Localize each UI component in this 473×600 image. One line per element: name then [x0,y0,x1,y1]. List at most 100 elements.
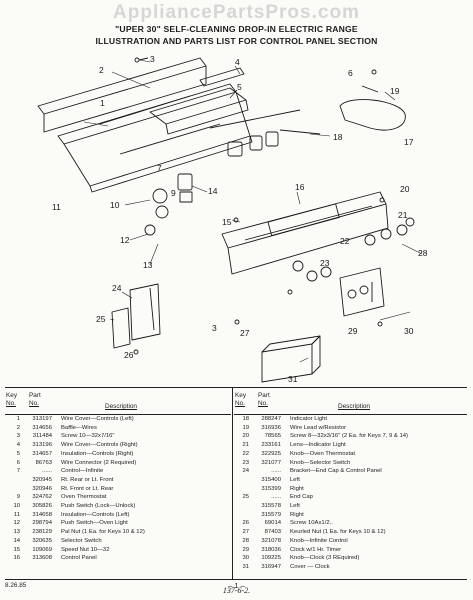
selector-switch-illustration [144,173,193,236]
callout-16: 16 [295,182,305,192]
part-description: Knob—Infinite Control [290,537,348,544]
part-number: 315399 [261,485,281,492]
part-description: Clock w/1 Hr. Timer [290,546,342,553]
callout-9: 9 [171,188,176,198]
part-key-no: 24 [242,468,249,475]
callout-7: 7 [157,163,162,173]
part-description: Push Switch (Lock—Unlock) [61,503,136,509]
part-number: ...... [271,468,281,475]
part-number: 315578 [261,503,281,509]
part-number: 305826 [32,503,52,509]
callout-2: 2 [99,65,104,75]
callout-5: 5 [237,82,242,92]
callout-6: 6 [348,68,353,78]
callout-30: 30 [404,326,414,336]
part-number: 109069 [32,546,52,553]
part-key-no: 11 [13,511,20,518]
part-number: 78565 [264,433,281,440]
callout-26: 26 [124,350,134,360]
header-key: Key [6,392,18,399]
callout-17: 17 [404,137,414,147]
part-number: 288247 [261,416,281,422]
part-description: Rt. Front or Lt. Rear [61,485,114,492]
part-number: 313608 [32,555,52,562]
part-description: Selector Switch [61,537,102,544]
callout-31: 31 [288,374,298,384]
part-key-no: 22 [242,450,249,457]
part-number: 320945 [32,476,52,483]
parts-row: 25......End Cap [234,494,467,502]
callout-21: 21 [398,210,408,220]
part-description: Baffle—Wires [61,424,97,431]
part-key-no: 21 [242,442,249,449]
part-key-no: 23 [242,459,249,466]
part-description: Left [290,476,300,483]
callout-3: 3 [150,54,155,64]
part-key-no: 12 [13,520,20,527]
header-part-no: No. [258,400,268,407]
part-key-no: 30 [242,555,249,562]
part-description: Right [290,485,304,492]
part-key-no: 1 [16,416,20,422]
part-key-no: 16 [13,555,20,562]
part-description: Wire Lead w/Resistor [290,424,346,431]
part-description: Pal Nut (1 Ea. for Keys 10 & 12) [61,529,145,536]
header-part: Part [29,392,41,399]
wire-cover-right-illustration [149,67,249,135]
part-key-no: 5 [16,450,20,457]
part-description: Push Switch—Oven Light [61,520,128,527]
callout-22: 22 [340,236,350,246]
part-number: 321078 [261,537,281,544]
part-number: 109225 [261,555,281,562]
part-description: Oven Thermostat [61,494,107,501]
parts-row: 31 316947 Cover — Clock [234,564,467,572]
part-key-no: 13 [13,529,20,536]
part-description: Cover — Clock [290,563,330,570]
part-number: 320946 [32,485,52,492]
part-description: Speed Nut 10—32 [61,546,110,553]
part-number: 316947 [261,563,281,570]
header-key-no: No. [6,400,16,407]
table-header-right: Key No. Part No. Description [234,388,467,415]
handwritten-note: 137-6-2. [222,586,251,595]
header-key-no: No. [235,400,245,407]
part-description: Screw 8—32x3/16" (2 Ea. for Keys 7, 9 & … [290,433,408,440]
part-key-no: 15 [13,546,20,553]
callout-18: 18 [333,132,343,142]
callout-25: 25 [96,314,106,324]
part-description: Rt. Rear or Lt. Front [61,476,114,483]
parts-row: 7......Control—Infinite [5,468,231,476]
callout-12: 12 [120,235,130,245]
part-key-no: 31 [242,563,249,570]
part-number: 313197 [32,416,52,422]
part-description: Wire Cover—Controls (Right) [61,442,138,449]
parts-row: 320945 Rt. Rear or Lt. Front [5,477,231,485]
part-number: 324762 [32,494,52,501]
parts-row: 14 320635 Selector Switch [5,538,231,546]
part-key-no: 14 [13,537,20,544]
exploded-parts-diagram: 1 2 3 4 5 6 7 9 10 11 12 13 14 15 16 17 … [37,54,428,384]
part-number: 320635 [32,537,52,544]
part-number: 311484 [32,433,52,440]
part-key-no: 2 [16,424,20,431]
part-description: End Cap [290,494,313,501]
clock-cover-illustration [261,335,321,383]
